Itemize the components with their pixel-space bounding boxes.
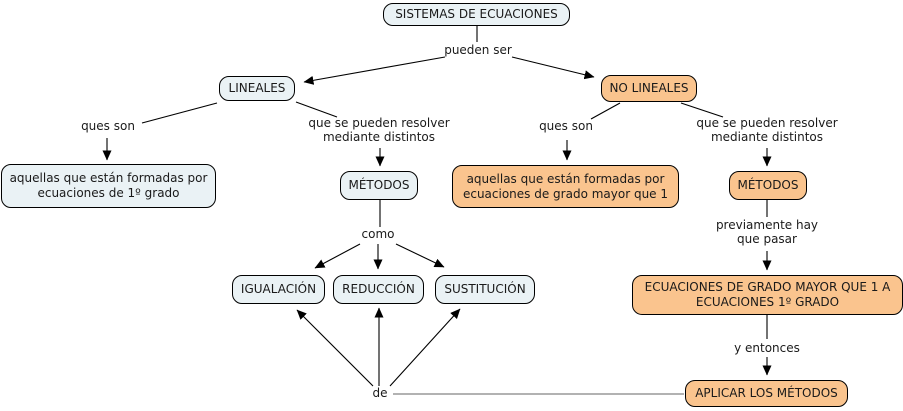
link-label-resolver-no-lineales: que se pueden resolver mediante distinto… — [696, 116, 838, 144]
concept-metodos-lineales[interactable]: MÉTODOS — [340, 171, 418, 200]
concept-no-lineales[interactable]: NO LINEALES — [601, 75, 697, 102]
concept-no-lineales-definicion[interactable]: aquellas que están formadas por ecuacion… — [452, 165, 679, 208]
concept-igualacion[interactable]: IGUALACIÓN — [232, 275, 325, 304]
concept-lineales-definicion[interactable]: aquellas que están formadas por ecuacion… — [1, 164, 216, 208]
concept-sustitucion[interactable]: SUSTITUCIÓN — [435, 275, 535, 304]
link-label-resolver-lineales: que se pueden resolver mediante distinto… — [308, 116, 450, 144]
concept-ecuaciones-grado-mayor-a-1-grado[interactable]: ECUACIONES DE GRADO MAYOR QUE 1 A ECUACI… — [632, 275, 903, 315]
concept-metodos-no-lineales[interactable]: MÉTODOS — [729, 171, 807, 200]
concept-sistemas-de-ecuaciones[interactable]: SISTEMAS DE ECUACIONES — [383, 3, 570, 26]
link-label-como: como — [361, 227, 395, 241]
link-label-previamente-hay-que-pasar: previamente hay que pasar — [715, 218, 819, 246]
concept-lineales[interactable]: LINEALES — [219, 76, 295, 101]
link-label-ques-son-no-lineales: ques son — [539, 119, 593, 133]
link-label-pueden-ser: pueden ser — [444, 43, 512, 57]
link-label-de: de — [372, 386, 388, 400]
link-label-y-entonces: y entonces — [734, 341, 800, 355]
concept-aplicar-los-metodos[interactable]: APLICAR LOS MÉTODOS — [685, 380, 848, 407]
concept-reduccion[interactable]: REDUCCIÓN — [333, 275, 424, 304]
link-label-ques-son-lineales: ques son — [81, 119, 135, 133]
